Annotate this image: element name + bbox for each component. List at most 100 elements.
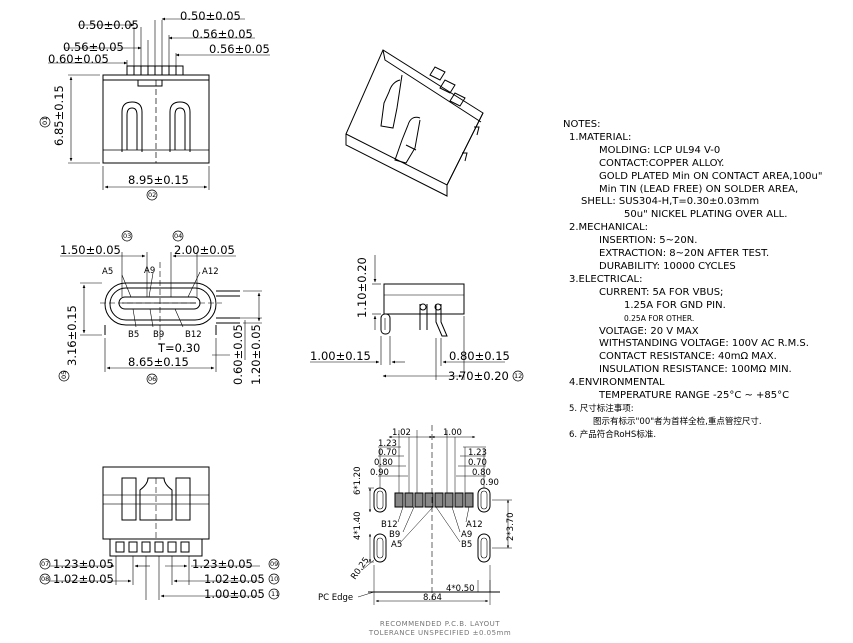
dim-thickness: T=0.30 <box>157 341 200 355</box>
pcb-left-v2: 4*1.40 <box>353 511 363 540</box>
note-dim-mark: 图示有标示"00"者为首样全检,重点管控尺寸. <box>593 416 762 427</box>
dim-front-width: 8.65±0.15 <box>128 355 189 369</box>
pcb-right-v: 2*3.70 <box>506 512 516 541</box>
note-withstanding: WITHSTANDING VOLTAGE: 100V AC R.M.S. <box>599 338 809 350</box>
pcb-pin-a12: A12 <box>466 520 483 530</box>
pcb-slot-dim: 4*0.50 <box>446 584 475 594</box>
notes-title: NOTES: <box>563 119 601 130</box>
pcb-width: 8.64 <box>423 593 442 603</box>
pcb-right-stack-1: 1.23 <box>468 448 487 458</box>
dim-top-5: 0.60±0.05 <box>48 52 109 66</box>
pin-b9: B9 <box>153 330 164 340</box>
top-view <box>48 17 270 190</box>
dim-bottom-r2: 1.02±0.05 <box>204 572 265 586</box>
note-contact-resistance: CONTACT RESISTANCE: 40mΩ MAX. <box>599 351 777 363</box>
ref-12: 12 <box>514 372 522 380</box>
note-gnd: 1.25A FOR GND PIN. <box>624 299 726 311</box>
dim-top-height: 6.85±0.15 <box>52 85 66 146</box>
pin-b12: B12 <box>185 330 202 340</box>
note-other: 0.25A FOR OTHER. <box>624 313 695 323</box>
pcb-pin-a9: A9 <box>461 530 472 540</box>
pcb-layout-caption: RECOMMENDED P.C.B. LAYOUT TOLERANCE UNSP… <box>360 620 520 638</box>
side-view-labels: 1.10±0.20 1.00±0.15 0.80±0.15 3.70±0.20 … <box>310 257 524 383</box>
pcb-right-stack-4: 0.90 <box>480 478 499 488</box>
ref-06: 06 <box>148 375 156 383</box>
note-durability: DURABILITY: 10000 CYCLES <box>599 260 736 272</box>
ref-07: 07 <box>41 560 49 568</box>
dim-side-height: 1.10±0.20 <box>355 257 369 318</box>
dim-top-width: 8.95±0.15 <box>128 173 189 187</box>
dim-bottom-r1: 1.23±0.05 <box>192 557 253 571</box>
dim-side-right: 0.80±0.15 <box>449 349 510 363</box>
pcb-top-dim-1: 1.02 <box>392 428 411 438</box>
ref-03: 03 <box>123 232 131 240</box>
dim-top-2: 0.50±0.05 <box>180 9 241 23</box>
note-current: CURRENT: 5A FOR VBUS; <box>599 286 724 298</box>
dim-top-3: 0.56±0.05 <box>63 40 124 54</box>
dim-bottom-r3: 1.00±0.05 <box>204 587 265 601</box>
note-gold: GOLD PLATED Min ON CONTACT AREA,100u" <box>599 170 823 182</box>
notes-section-environmental: 4.ENVIRONMENTAL <box>569 377 665 389</box>
ref-08: 08 <box>41 575 49 583</box>
pcb-left-stack-3: 0.80 <box>374 458 393 468</box>
pin-a9: A9 <box>144 266 155 276</box>
pcb-pin-b12: B12 <box>381 520 398 530</box>
dim-bottom-l1: 1.23±0.05 <box>53 557 114 571</box>
ref-11: 11 <box>271 590 279 598</box>
dim-bottom-l2: 1.02±0.05 <box>53 572 114 586</box>
caption-line-1: RECOMMENDED P.C.B. LAYOUT <box>379 620 501 628</box>
dim-front-left: 1.50±0.05 <box>60 243 121 257</box>
dim-top-1: 0.50±0.05 <box>78 18 139 32</box>
pcb-right-stack-2: 0.70 <box>468 458 487 468</box>
pin-a5: A5 <box>102 267 113 277</box>
ref-04: 04 <box>174 232 182 240</box>
dim-side-length: 3.70±0.20 <box>448 369 509 383</box>
notes-section-mechanical: 2.MECHANICAL: <box>569 222 649 234</box>
notes-section-electrical: 3.ELECTRICAL: <box>569 273 643 285</box>
note-molding: MOLDING: LCP UL94 V-0 <box>599 144 721 156</box>
ref-05: 05 <box>60 371 68 379</box>
dim-top-4: 0.56±0.05 <box>192 27 253 41</box>
dim-top-6: 0.56±0.05 <box>209 42 270 56</box>
note-extraction: EXTRACTION: 8~20N AFTER TEST. <box>599 248 770 260</box>
dim-front-height: 3.16±0.15 <box>65 305 79 366</box>
ref-10: 10 <box>270 575 278 583</box>
pcb-left-stack-4: 0.90 <box>370 468 389 478</box>
pin-a12: A12 <box>202 267 219 277</box>
pcb-pin-a5: A5 <box>391 540 402 550</box>
pcb-pin-b9: B9 <box>389 530 400 540</box>
dim-side-left: 1.00±0.15 <box>310 349 371 363</box>
ref-01: 01 <box>41 117 49 125</box>
ref-09: 09 <box>270 560 278 568</box>
dim-front-v2: 1.20±0.05 <box>249 324 263 385</box>
note-voltage: VOLTAGE: 20 V MAX <box>599 325 699 337</box>
bottom-view-labels: 07 1.23±0.05 08 1.02±0.05 1.23±0.05 09 1… <box>39 557 280 601</box>
pin-b5: B5 <box>128 330 139 340</box>
pcb-pin-b5: B5 <box>461 540 472 550</box>
note-temperature: TEMPERATURE RANGE -25°C ~ +85°C <box>599 390 790 402</box>
pcb-right-stack-3: 0.80 <box>472 468 491 478</box>
note-contact: CONTACT:COPPER ALLOY. <box>599 157 725 169</box>
pcb-left-stack-2: 0.70 <box>378 448 397 458</box>
note-shell: SHELL: SUS304-H,T=0.30±0.03mm <box>581 196 760 208</box>
dim-front-right: 2.00±0.05 <box>174 243 235 257</box>
isometric-view <box>345 49 484 197</box>
pcb-top-dim-2: 1.00 <box>443 428 462 438</box>
pcb-edge-label: PC Edge <box>318 593 353 603</box>
pcb-left-v1: 6*1.20 <box>353 466 363 495</box>
front-view-labels: 03 04 1.50±0.05 2.00±0.05 A5 A9 A12 B5 B… <box>58 230 263 385</box>
notes-section-dim-mark: 5. 尺寸标注事项: <box>569 403 634 414</box>
caption-line-2: TOLERANCE UNSPECIFIED ±0.05mm <box>368 629 512 637</box>
front-view <box>60 252 262 372</box>
notes-section-material: 1.MATERIAL: <box>569 131 632 143</box>
top-view-labels: 0.50±0.05 0.50±0.05 0.56±0.05 0.56±0.05 … <box>39 9 270 201</box>
pcb-radius: R0.25 <box>349 556 371 582</box>
notes-block: NOTES: 1.MATERIAL: MOLDING: LCP UL94 V-0… <box>563 119 848 442</box>
notes-section-rohs: 6. 产品符合RoHS标准. <box>569 429 657 440</box>
note-insulation: INSULATION RESISTANCE: 100MΩ MIN. <box>599 364 792 376</box>
pcb-layout <box>357 425 512 605</box>
ref-02: 02 <box>148 191 156 199</box>
side-view <box>310 255 505 380</box>
note-tin: Min TIN (LEAD FREE) ON SOLDER AREA, <box>599 183 799 195</box>
